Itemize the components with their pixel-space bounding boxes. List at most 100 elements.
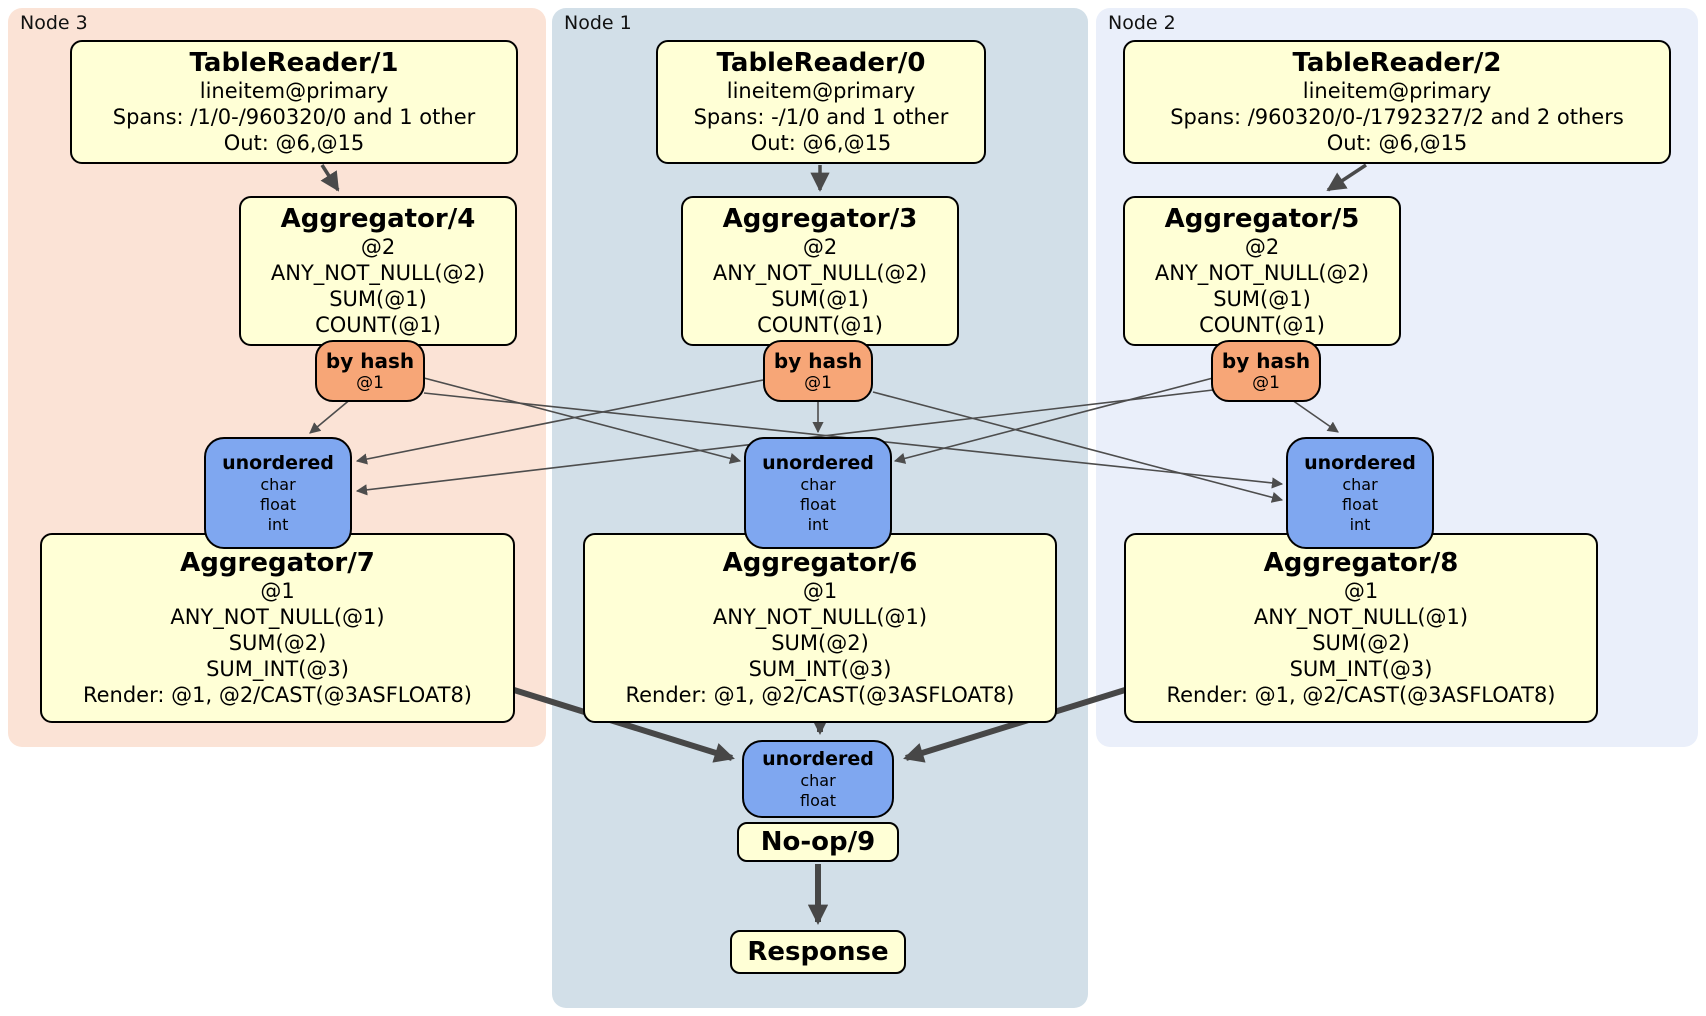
hash-router-node1: by hash @1 xyxy=(763,340,873,402)
out-label: Out: @6,@15 xyxy=(750,131,892,155)
agg-func: ANY_NOT_NULL(@2) xyxy=(1154,261,1370,285)
edge-router3-sync1 xyxy=(423,377,742,464)
tablereader-1-box: TableReader/1 lineitem@primary Spans: /1… xyxy=(70,40,518,164)
tablereader-2-box: TableReader/2 lineitem@primary Spans: /9… xyxy=(1123,40,1671,164)
agg-func: COUNT(@1) xyxy=(1199,313,1325,337)
edge-agg8-finalsync xyxy=(903,687,1126,763)
unordered-sync-node2: unordered char float int xyxy=(1286,437,1434,549)
agg-func: COUNT(@1) xyxy=(757,313,883,337)
sync-col: char xyxy=(1342,475,1378,494)
unordered-sync-node3: unordered char float int xyxy=(204,437,352,549)
index-label: lineitem@primary xyxy=(726,79,916,103)
sync-title: unordered xyxy=(762,452,874,474)
box-title: Aggregator/5 xyxy=(1164,204,1360,234)
router-key: @1 xyxy=(356,373,384,393)
edge-router3-sync3 xyxy=(309,397,353,434)
agg-func: SUM(@2) xyxy=(1312,631,1410,655)
hash-router-node3: by hash @1 xyxy=(315,340,425,402)
sync-col: float xyxy=(800,495,836,514)
edge-router2-sync1 xyxy=(893,377,1214,464)
sync-col: int xyxy=(1349,515,1371,534)
box-title: Aggregator/3 xyxy=(722,204,918,234)
render-expr: Render: @1, @2/CAST(@3ASFLOAT8) xyxy=(625,683,1015,707)
box-title: Response xyxy=(747,937,889,967)
unordered-sync-node1: unordered char float int xyxy=(744,437,892,549)
agg-func: SUM_INT(@3) xyxy=(206,657,349,681)
edge-tr2-agg5 xyxy=(1326,163,1367,192)
agg-func: ANY_NOT_NULL(@2) xyxy=(712,261,928,285)
agg-func: COUNT(@1) xyxy=(315,313,441,337)
router-title: by hash xyxy=(773,349,863,373)
sync-col: char xyxy=(260,475,296,494)
agg-func: ANY_NOT_NULL(@2) xyxy=(270,261,486,285)
index-label: lineitem@primary xyxy=(199,79,389,103)
node3-label: Node 3 xyxy=(20,12,88,34)
agg-func: SUM(@1) xyxy=(329,287,427,311)
sync-col: char xyxy=(800,771,836,790)
aggregator-6-box: Aggregator/6 @1 ANY_NOT_NULL(@1) SUM(@2)… xyxy=(583,533,1057,723)
agg-func: ANY_NOT_NULL(@1) xyxy=(712,605,928,629)
box-title: Aggregator/8 xyxy=(1263,548,1459,578)
index-label: lineitem@primary xyxy=(1302,79,1492,103)
sync-col: int xyxy=(807,515,829,534)
group-cols: @2 xyxy=(360,235,396,259)
edge-agg7-finalsync xyxy=(513,687,735,763)
agg-func: ANY_NOT_NULL(@1) xyxy=(170,605,385,629)
sync-col: float xyxy=(260,495,296,514)
render-expr: Render: @1, @2/CAST(@3ASFLOAT8) xyxy=(1166,683,1556,707)
render-expr: Render: @1, @2/CAST(@3ASFLOAT8) xyxy=(82,683,473,707)
agg-func: SUM_INT(@3) xyxy=(1289,657,1433,681)
spans-label: Spans: /960320/0-/1792327/2 and 2 others xyxy=(1170,105,1624,129)
aggregator-7-box: Aggregator/7 @1 ANY_NOT_NULL(@1) SUM(@2)… xyxy=(40,533,515,723)
tablereader-0-box: TableReader/0 lineitem@primary Spans: -/… xyxy=(656,40,986,164)
hash-router-node2: by hash @1 xyxy=(1211,340,1321,402)
router-key: @1 xyxy=(1252,373,1280,393)
aggregator-5-box: Aggregator/5 @2 ANY_NOT_NULL(@2) SUM(@1)… xyxy=(1123,196,1401,346)
node1-label: Node 1 xyxy=(564,12,632,34)
agg-func: SUM(@2) xyxy=(228,631,327,655)
sync-title: unordered xyxy=(762,748,874,770)
noop-9-box: No-op/9 xyxy=(737,822,899,862)
spans-label: Spans: /1/0-/960320/0 and 1 other xyxy=(112,105,476,129)
edge-router1-sync3 xyxy=(355,379,764,465)
router-title: by hash xyxy=(1221,349,1311,373)
box-title: TableReader/0 xyxy=(716,48,926,78)
sync-col: char xyxy=(800,475,836,494)
out-label: Out: @6,@15 xyxy=(1326,131,1468,155)
sync-title: unordered xyxy=(222,452,334,474)
agg-func: SUM(@1) xyxy=(1213,287,1311,311)
agg-func: SUM_INT(@3) xyxy=(748,657,892,681)
aggregator-4-box: Aggregator/4 @2 ANY_NOT_NULL(@2) SUM(@1)… xyxy=(239,196,517,346)
sync-col: int xyxy=(267,515,289,534)
out-label: Out: @6,@15 xyxy=(223,131,365,155)
edge-tr1-agg4 xyxy=(320,164,340,192)
router-key: @1 xyxy=(804,373,832,393)
group-cols: @1 xyxy=(260,579,295,603)
group-cols: @2 xyxy=(802,235,838,259)
router-title: by hash xyxy=(325,349,415,373)
box-title: TableReader/2 xyxy=(1292,48,1502,78)
edge-router2-sync2 xyxy=(1291,399,1339,433)
spans-label: Spans: -/1/0 and 1 other xyxy=(693,105,949,129)
node2-label: Node 2 xyxy=(1108,12,1176,34)
sync-title: unordered xyxy=(1304,452,1416,474)
box-title: TableReader/1 xyxy=(189,48,399,78)
response-box: Response xyxy=(730,930,906,974)
agg-func: SUM(@1) xyxy=(771,287,869,311)
box-title: Aggregator/6 xyxy=(722,548,918,578)
aggregator-3-box: Aggregator/3 @2 ANY_NOT_NULL(@2) SUM(@1)… xyxy=(681,196,959,346)
group-cols: @2 xyxy=(1244,235,1280,259)
box-title: Aggregator/7 xyxy=(180,548,375,578)
group-cols: @1 xyxy=(1343,579,1379,603)
sync-col: float xyxy=(800,791,836,810)
box-title: Aggregator/4 xyxy=(280,204,476,234)
agg-func: ANY_NOT_NULL(@1) xyxy=(1253,605,1469,629)
edge-router2-sync2-from1 xyxy=(872,391,1284,503)
aggregator-8-box: Aggregator/8 @1 ANY_NOT_NULL(@1) SUM(@2)… xyxy=(1124,533,1598,723)
sync-col: float xyxy=(1342,495,1378,514)
group-cols: @1 xyxy=(802,579,838,603)
unordered-sync-final: unordered char float xyxy=(742,740,894,818)
box-title: No-op/9 xyxy=(760,827,876,857)
